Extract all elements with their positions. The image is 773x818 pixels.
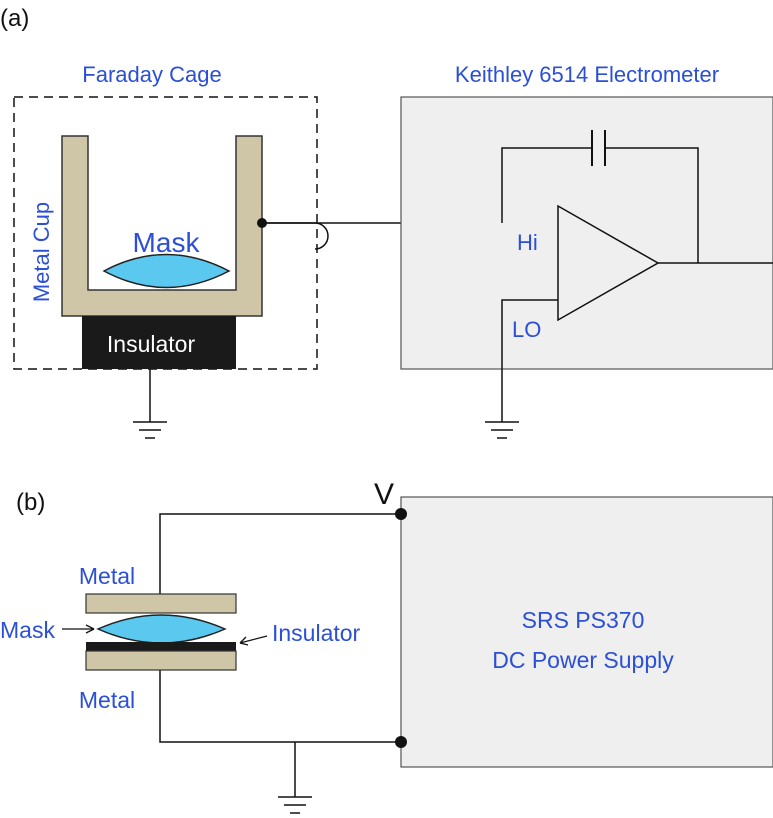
faraday-cage-label: Faraday Cage: [82, 62, 221, 87]
panel-b-label: (b): [16, 489, 45, 516]
supply-line1: SRS PS370: [522, 607, 645, 633]
metal-cup-label: Metal Cup: [29, 202, 54, 302]
lo-wire: [501, 299, 558, 422]
power-supply-box: [400, 496, 773, 768]
mask-label-b: Mask: [0, 617, 55, 643]
bottom-wire-b: [159, 651, 401, 743]
arrow-left-icon: [239, 635, 268, 646]
ground-icon: [278, 796, 312, 814]
insulator-layer-b: [86, 642, 236, 651]
op-amp-icon: [557, 204, 660, 322]
negative-terminal-dot: [395, 736, 407, 748]
mask-label-a: Mask: [133, 227, 201, 258]
wire-hop-dummy: [262, 195, 318, 223]
top-wire-b: [159, 513, 401, 594]
lo-label: LO: [512, 317, 541, 342]
insulator-label-a: Insulator: [107, 331, 196, 357]
v-label: V: [374, 478, 394, 511]
panel-a-label: (a): [0, 5, 29, 32]
mask-lens-b: [96, 614, 227, 644]
metal-bottom-label: Metal: [79, 687, 135, 713]
positive-terminal-dot: [395, 508, 407, 520]
feedback-wire-right: [605, 147, 699, 263]
hi-label: Hi: [517, 230, 538, 255]
wire-hop-upper: [262, 222, 329, 250]
insulator-label-b: Insulator: [272, 620, 361, 646]
supply-line2: DC Power Supply: [492, 647, 674, 673]
electrometer-label: Keithley 6514 Electrometer: [455, 62, 719, 87]
mask-lens-a: [102, 253, 231, 289]
ground-icon: [485, 421, 519, 439]
insulator-block-a: [82, 316, 236, 369]
arrow-right-icon: [62, 624, 95, 634]
metal-top-label: Metal: [79, 563, 135, 589]
metal-plate-top: [85, 593, 237, 614]
ground-icon: [133, 421, 167, 439]
metal-cup: [61, 135, 263, 317]
feedback-wire-left: [501, 147, 592, 223]
metal-plate-bottom: [85, 650, 237, 671]
capacitor-icon: [591, 130, 606, 166]
